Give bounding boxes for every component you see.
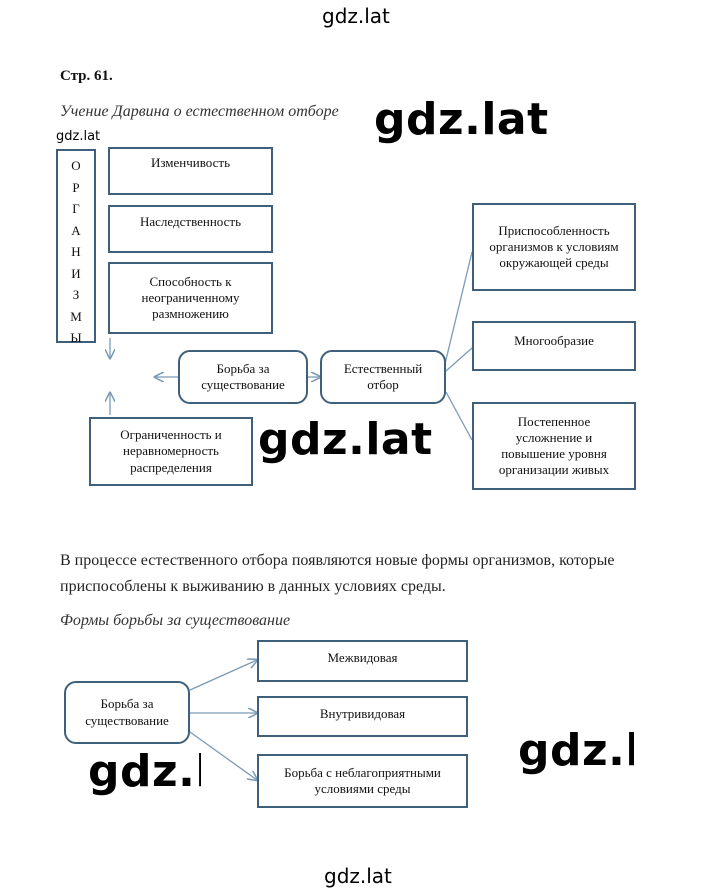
watermark-bottom: gdz.lat bbox=[324, 864, 392, 888]
conclusion-paragraph: В процессе естественного отбора появляют… bbox=[60, 552, 615, 595]
watermark-big-1: gdz.lat bbox=[374, 94, 549, 145]
organisms-letter: И bbox=[71, 265, 81, 281]
line-selection-adaptation bbox=[443, 251, 473, 369]
organisms-vertical-box: О Р Г А Н И З М Ы bbox=[56, 149, 96, 345]
watermark-big-4: gdz.lat bbox=[518, 725, 634, 776]
organisms-letter: Г bbox=[72, 201, 80, 216]
organisms-letter: З bbox=[72, 287, 80, 302]
box-struggle-forms: Борьба за существование bbox=[64, 681, 190, 744]
box-diversity: Многообразие bbox=[472, 321, 636, 371]
organisms-letter: Ы bbox=[70, 330, 82, 345]
box-intraspecific: Внутривидовая bbox=[257, 696, 468, 737]
line-selection-diversity bbox=[445, 347, 473, 372]
arrow-to-interspecific bbox=[189, 660, 257, 691]
organisms-letter: Р bbox=[72, 179, 80, 195]
organisms-letter: М bbox=[70, 308, 82, 324]
box-variability: Изменчивость bbox=[108, 147, 273, 195]
arrow-to-environment bbox=[189, 731, 257, 780]
box-interspecific: Межвидовая bbox=[257, 640, 468, 682]
box-heredity: Наследственность bbox=[108, 205, 273, 253]
organisms-letter: Н bbox=[71, 244, 81, 259]
watermark-big-3: gdz.lat bbox=[88, 746, 201, 797]
organisms-letter: О bbox=[71, 158, 81, 173]
box-struggle: Борьба за существование bbox=[178, 350, 308, 404]
box-natural-selection: Естественный отбор bbox=[320, 350, 446, 404]
box-environment: Борьба с неблагоприятными условиями сред… bbox=[257, 754, 468, 808]
box-adaptation: Приспособленность организмов к условиям … bbox=[472, 203, 636, 291]
box-complication: Постепенное усложнение и повышение уровн… bbox=[472, 402, 636, 490]
diagram1-title: Учение Дарвина о естественном отборе bbox=[60, 103, 339, 120]
watermark-big-2: gdz.lat bbox=[258, 414, 433, 465]
box-reproduction: Способность к неограниченному размножени… bbox=[108, 262, 273, 334]
box-limitation: Ограниченность и неравномерность распред… bbox=[89, 417, 253, 486]
diagram2-title: Формы борьбы за существование bbox=[60, 612, 291, 629]
page-heading: Стр. 61. bbox=[60, 68, 113, 84]
watermark-top: gdz.lat bbox=[322, 4, 390, 28]
line-selection-complication bbox=[445, 391, 473, 441]
organisms-letter: А bbox=[71, 222, 81, 238]
watermark-small-label: gdz.lat bbox=[56, 129, 101, 144]
